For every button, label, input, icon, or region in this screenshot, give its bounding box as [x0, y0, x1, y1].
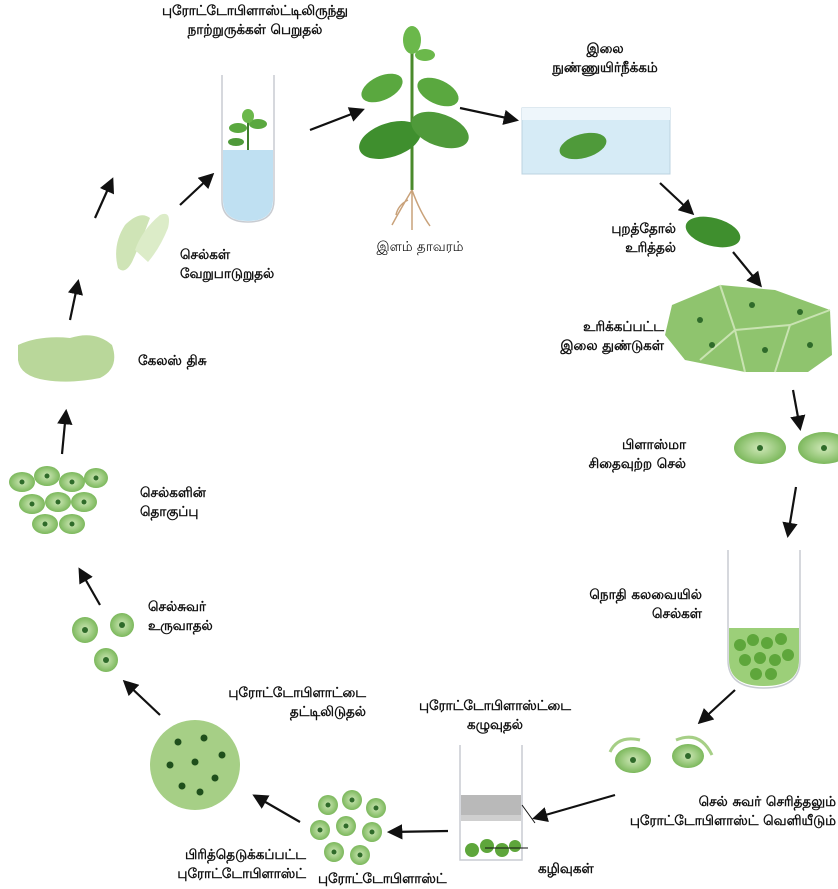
- wall-formation-illustration: [72, 613, 134, 672]
- label-wall-formation: செல்சுவர்உருவாதல்: [148, 598, 213, 636]
- wall-digestion-illustration: [610, 737, 712, 773]
- cell-mass-illustration: [9, 466, 108, 534]
- differentiation-illustration: [116, 214, 169, 271]
- label-young-plant: இளம் தாவரம்: [360, 238, 480, 257]
- washing-tube-illustration: [460, 745, 522, 860]
- callus-illustration: [18, 335, 114, 381]
- label-enzyme: நொதி கலவையில்செல்கள்: [540, 586, 702, 624]
- label-plating: புரோட்டோபிளாட்டைதட்டிலிடுதல்: [200, 684, 366, 722]
- label-cell-mass: செல்களின்தொகுப்பு: [140, 484, 206, 522]
- label-wall-digestion: செல் சுவர் செரித்தலும்புரோட்டோபிளாஸ்ட் வ…: [560, 793, 836, 831]
- plasmolysed-cells-illustration: [734, 432, 838, 464]
- label-regeneration: புரோட்டோபிளாஸ்ட்டிலிருந்துநாற்றுருக்கள் …: [140, 2, 370, 40]
- label-differentiation: செல்கள்வேறுபாடுறுதல்: [180, 246, 274, 284]
- label-washing: புரோட்டோபிளாஸ்ட்டைகழுவுதல்: [380, 697, 610, 735]
- debris-pointer: [522, 805, 535, 823]
- regeneration-tube-illustration: [222, 75, 274, 222]
- label-debris: கழிவுகள்: [538, 860, 594, 879]
- sterilization-tray-illustration: [522, 108, 670, 174]
- label-protoplast: புரோட்டோபிளாஸ்ட்: [318, 870, 447, 889]
- label-sterilization: இலைநுண்ணுயிர்நீக்கம்: [530, 40, 680, 78]
- label-peeling: புறத்தோல்உரித்தல்: [560, 220, 676, 258]
- label-callus: கேலஸ் திசு: [138, 352, 207, 371]
- peeled-leaf-illustration: [682, 211, 743, 253]
- plating-dish-illustration: [150, 720, 240, 810]
- leaf-pieces-illustration: [665, 285, 832, 372]
- isolated-protoplasts-illustration: [310, 790, 386, 865]
- enzyme-tube-illustration: [728, 550, 800, 688]
- young-plant-illustration: [354, 26, 473, 230]
- label-plasmolysis: பிளாஸ்மாசிதைவுற்ற செல்: [560, 436, 686, 474]
